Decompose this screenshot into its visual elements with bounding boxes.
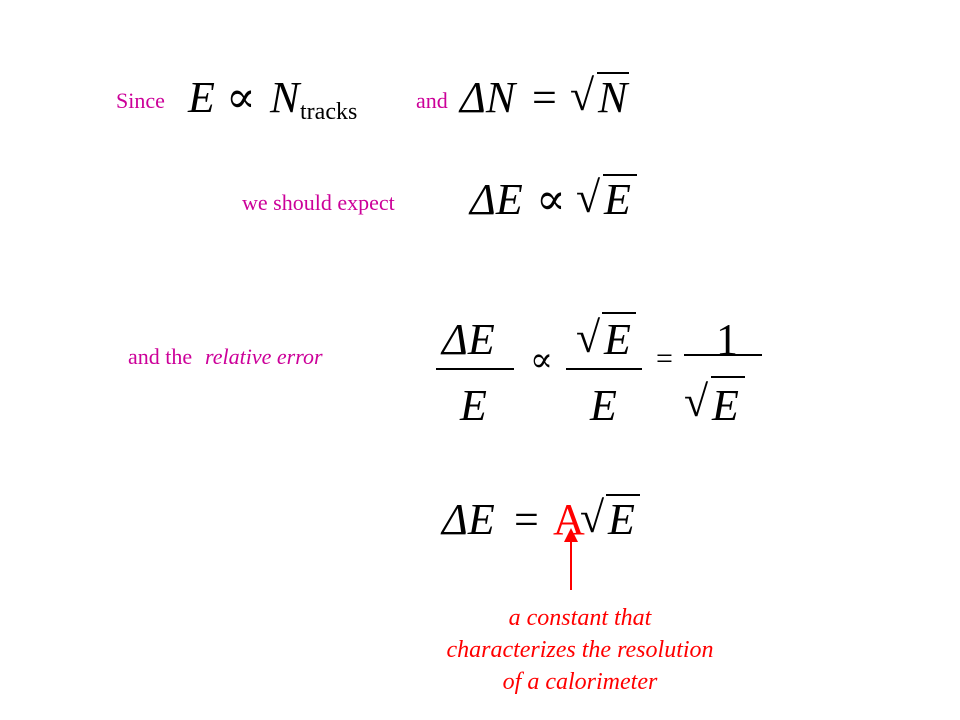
fraction3-sqrt-bar [711,376,745,378]
fraction2-denominator: E [590,381,617,430]
we-should-expect-label: we should expect [242,190,395,215]
symbol-E: E [188,73,215,122]
fraction3-numerator: 1 [716,315,738,364]
fraction3-sqrt-symbol: √ [684,377,709,426]
equals-sign: = [532,73,557,122]
sqrt-bar [603,174,637,176]
sqrt-symbol: √ [576,173,601,222]
since-label: Since [116,88,165,113]
fraction3-denominator-E: E [712,381,739,430]
fraction2-bar [566,368,642,370]
symbol-N: N [270,73,300,122]
delta-N: ΔN [460,73,516,122]
proportional-symbol: ∝ [226,73,256,122]
equals-sign: = [656,342,673,375]
annotation-note: a constant that characterizes the resolu… [370,602,790,698]
delta-E: ΔE [470,175,523,224]
symbol-E-under-sqrt: E [608,495,635,544]
annotation-line-2: characterizes the resolution [446,637,714,663]
delta-E: ΔE [442,495,495,544]
arrow-up-icon [564,528,578,590]
sqrt-symbol: √ [580,493,605,542]
proportional-symbol: ∝ [530,342,554,379]
sqrt-bar [606,494,640,496]
subscript-tracks: tracks [300,99,358,125]
fraction2-sqrt-bar [602,312,636,314]
relative-error-label: relative error [205,344,323,369]
fraction3-bar [684,354,762,356]
equals-sign: = [514,495,539,544]
fraction2-numerator-E: E [604,315,631,364]
fraction1-denominator: E [460,381,487,430]
sqrt-symbol: √ [570,71,595,120]
fraction1-numerator: ΔE [442,315,495,364]
sqrt-bar [597,72,629,74]
fraction1-bar [436,368,514,370]
annotation-line-1: a constant that [508,605,652,631]
and-label: and [416,88,448,113]
and-the-label: and the [128,344,193,369]
proportional-symbol: ∝ [536,175,566,224]
fraction2-sqrt-symbol: √ [576,313,601,362]
annotation-line-3: of a calorimeter [502,669,658,695]
symbol-N-under-sqrt: N [598,73,628,122]
symbol-E-under-sqrt: E [604,175,631,224]
